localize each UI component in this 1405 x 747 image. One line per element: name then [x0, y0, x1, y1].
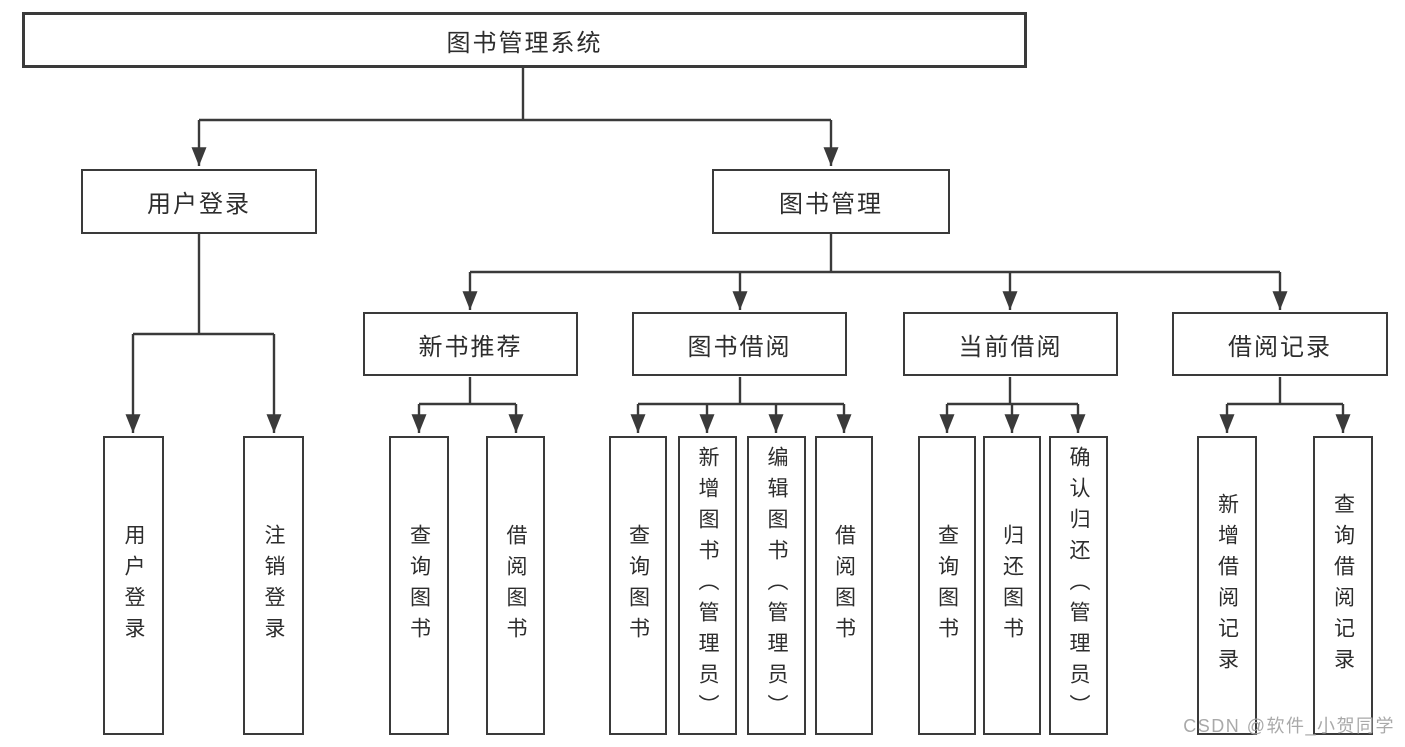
watermark: CSDN @软件_小贺同学 — [1183, 716, 1395, 736]
leaf-user-login: 用户登录 — [103, 436, 164, 735]
leaf-add-borrow-record: 新增借阅记录 — [1197, 436, 1257, 735]
node-root: 图书管理系统 — [22, 12, 1027, 68]
leaf-return-books: 归还图书 — [983, 436, 1041, 735]
node-book-management: 图书管理 — [712, 169, 950, 234]
leaf-recommend-query-books: 查询图书 — [389, 436, 449, 735]
leaf-logout: 注销登录 — [243, 436, 304, 735]
node-new-book-recommend: 新书推荐 — [363, 312, 578, 376]
leaf-borrowing-query-books: 查询图书 — [609, 436, 667, 735]
node-book-borrowing: 图书借阅 — [632, 312, 847, 376]
leaf-current-query-books: 查询图书 — [918, 436, 976, 735]
node-borrowing-records: 借阅记录 — [1172, 312, 1388, 376]
leaf-borrowing-borrow-books: 借阅图书 — [815, 436, 873, 735]
leaf-edit-book-admin: 编辑图书（管理员） — [747, 436, 806, 735]
leaf-add-book-admin: 新增图书（管理员） — [678, 436, 737, 735]
leaf-query-borrow-record: 查询借阅记录 — [1313, 436, 1373, 735]
leaf-recommend-borrow-books: 借阅图书 — [486, 436, 545, 735]
leaf-confirm-return-admin: 确认归还（管理员） — [1049, 436, 1108, 735]
node-current-borrowing: 当前借阅 — [903, 312, 1118, 376]
node-user-login: 用户登录 — [81, 169, 317, 234]
